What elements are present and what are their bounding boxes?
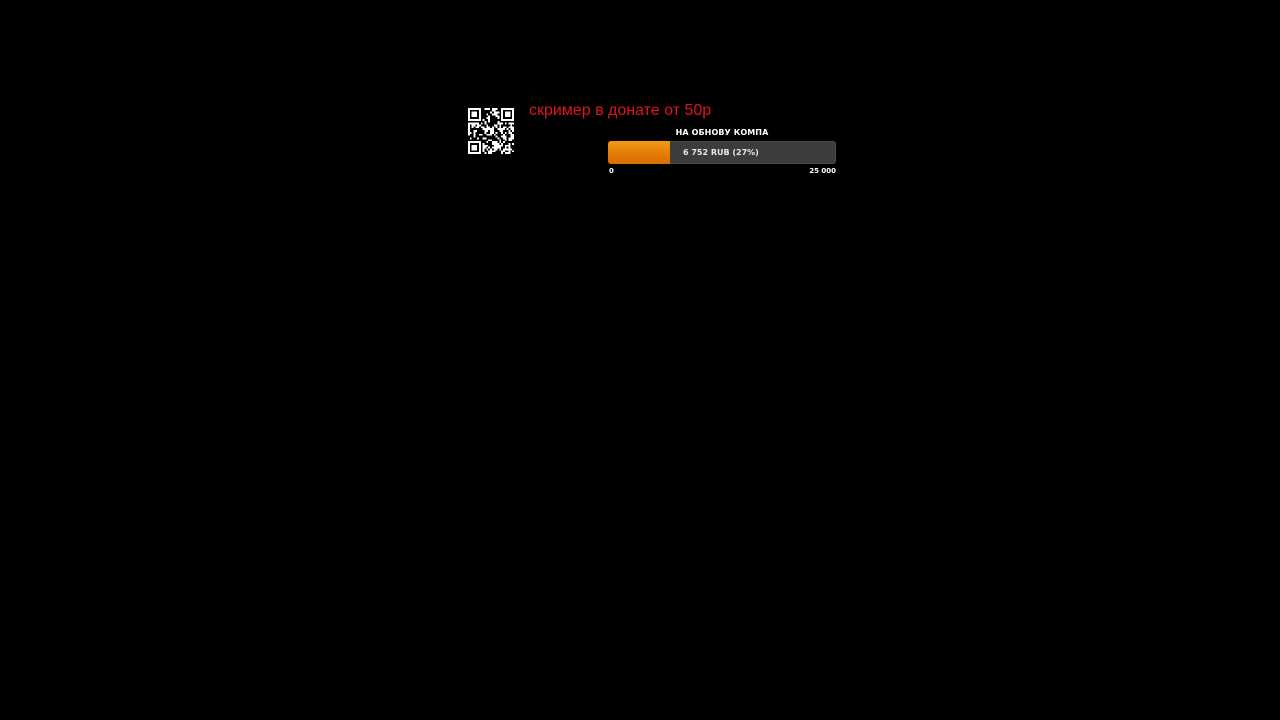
goal-max-label: 25 000 bbox=[809, 167, 836, 175]
goal-amount-label: 6 752 RUB (27%) bbox=[683, 148, 759, 157]
goal-min-label: 0 bbox=[609, 167, 614, 175]
donation-promo-text: скример в донате от 50р bbox=[529, 102, 712, 119]
qr-code-icon bbox=[468, 108, 514, 154]
goal-progress-bar: 6 752 RUB (27%) bbox=[608, 141, 836, 164]
donation-goal-widget: НА ОБНОВУ КОМПА 6 752 RUB (27%) 0 25 000 bbox=[608, 127, 836, 177]
goal-progress-fill bbox=[608, 141, 670, 164]
goal-title: НА ОБНОВУ КОМПА bbox=[675, 128, 769, 137]
